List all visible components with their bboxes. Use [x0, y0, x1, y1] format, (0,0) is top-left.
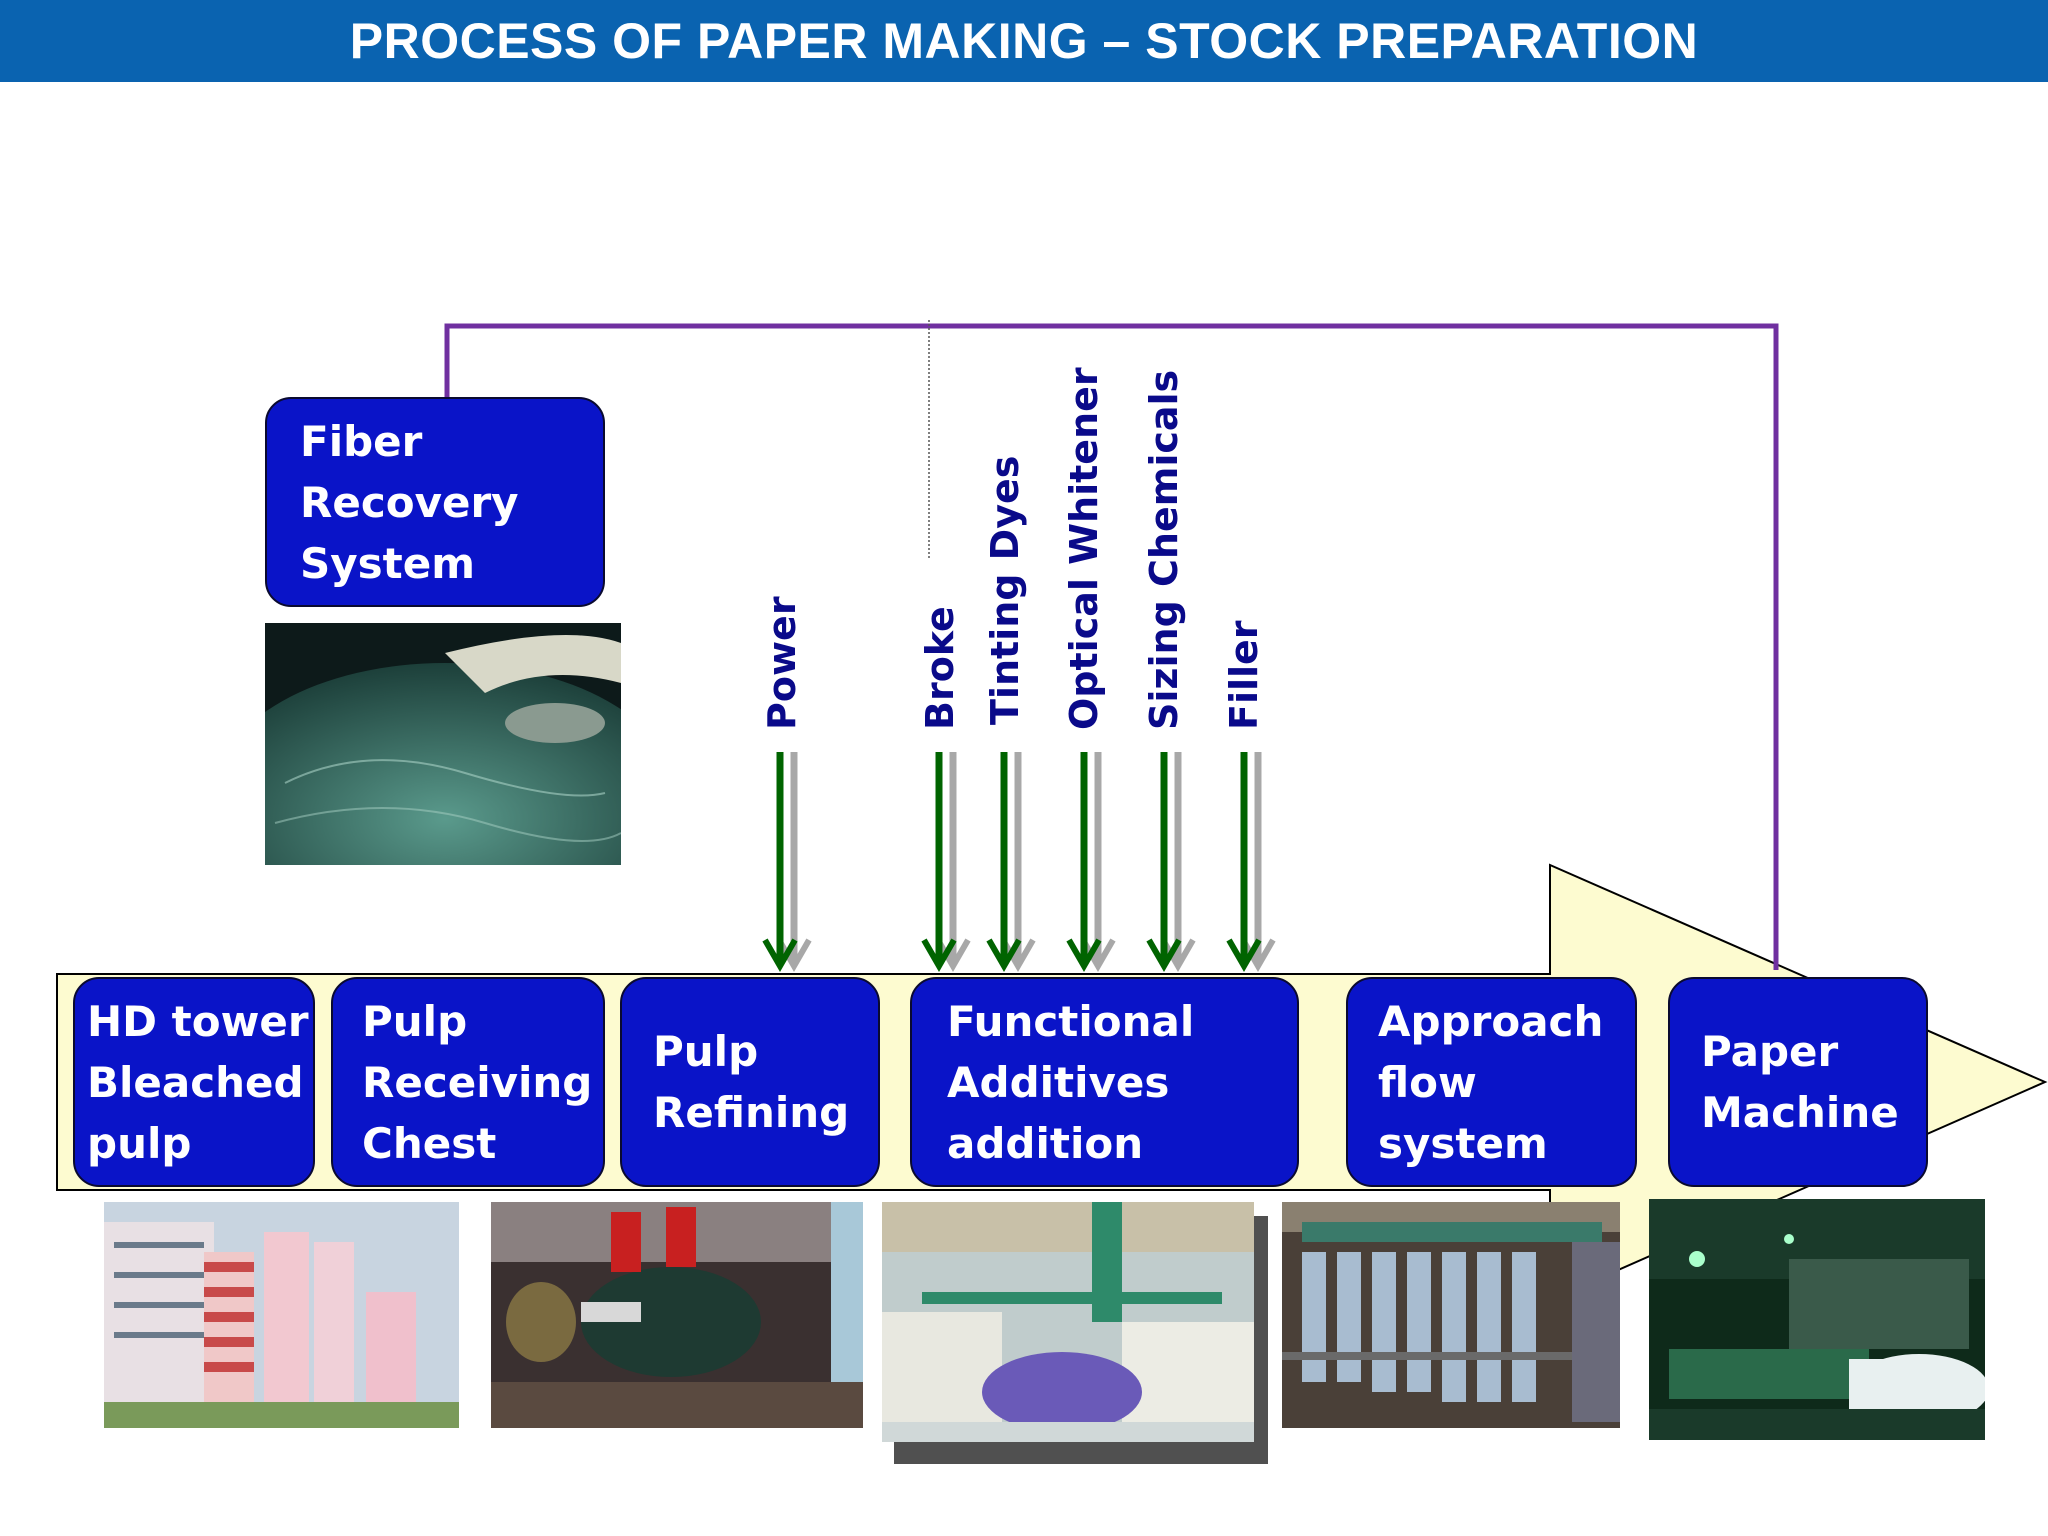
stage-label-line: system — [1378, 1118, 1548, 1168]
stage-label-line: Functional — [947, 996, 1195, 1046]
stage-label-line: flow — [1378, 1057, 1477, 1107]
stage-hd-tower: HD tower Bleached pulp — [73, 977, 315, 1187]
input-arrow — [1226, 752, 1276, 973]
input-label-power: Power — [760, 596, 804, 730]
hd-tower-photo — [104, 1202, 459, 1428]
input-arrow — [762, 752, 812, 973]
input-label-filler: Filler — [1222, 620, 1266, 730]
input-label-optical-whitener: Optical Whitener — [1062, 367, 1106, 730]
input-label-broke: Broke — [918, 606, 962, 730]
stage-label-line: Pulp — [362, 996, 468, 1046]
stage-label-line: Refining — [653, 1088, 850, 1137]
input-arrow — [921, 752, 971, 973]
stage-label-line: Machine — [1701, 1088, 1899, 1137]
receiving-chest-photo — [491, 1202, 863, 1428]
feedback-line — [444, 323, 1779, 970]
input-label-tinting-dyes: Tinting Dyes — [983, 455, 1027, 725]
stage-label-line: Pulp — [653, 1027, 759, 1076]
fiber-recovery-line: System — [300, 538, 475, 588]
stage-pulp-refining: Pulp Refining — [620, 977, 880, 1187]
fiber-recovery-photo — [265, 623, 621, 865]
stage-label-line: Additives — [947, 1057, 1170, 1107]
input-label-sizing-chemicals: Sizing Chemicals — [1142, 369, 1186, 730]
paper-machine-photo — [1649, 1199, 1985, 1440]
fiber-recovery-line: Recovery — [300, 477, 519, 527]
stage-label-line: HD tower — [87, 996, 309, 1046]
stage-label-line: Bleached — [87, 1057, 304, 1107]
stage-functional-additives: Functional Additives addition — [910, 977, 1299, 1187]
stage-label-line: addition — [947, 1118, 1144, 1168]
additives-photo — [882, 1202, 1268, 1464]
header-bar: PROCESS OF PAPER MAKING – STOCK PREPARAT… — [0, 0, 2048, 82]
input-arrow — [1066, 752, 1116, 973]
stage-label-line: Paper — [1701, 1027, 1839, 1076]
fiber-recovery-line: Fiber — [300, 416, 423, 466]
stage-pulp-receiving-chest: Pulp Receiving Chest — [331, 977, 605, 1187]
input-arrows — [762, 752, 1276, 973]
stage-label-line: Chest — [362, 1118, 497, 1168]
stage-label-line: pulp — [87, 1118, 192, 1168]
approach-flow-photo — [1282, 1202, 1620, 1428]
fiber-recovery-box: Fiber Recovery System — [265, 397, 605, 607]
page-title: PROCESS OF PAPER MAKING – STOCK PREPARAT… — [349, 13, 1699, 69]
stage-label-line: Receiving — [362, 1057, 593, 1107]
stage-label-line: Approach — [1378, 996, 1604, 1046]
input-arrow — [1146, 752, 1196, 973]
input-arrow — [986, 752, 1036, 973]
stage-approach-flow: Approach flow system — [1346, 977, 1637, 1187]
stage-paper-machine: Paper Machine — [1668, 977, 1928, 1187]
